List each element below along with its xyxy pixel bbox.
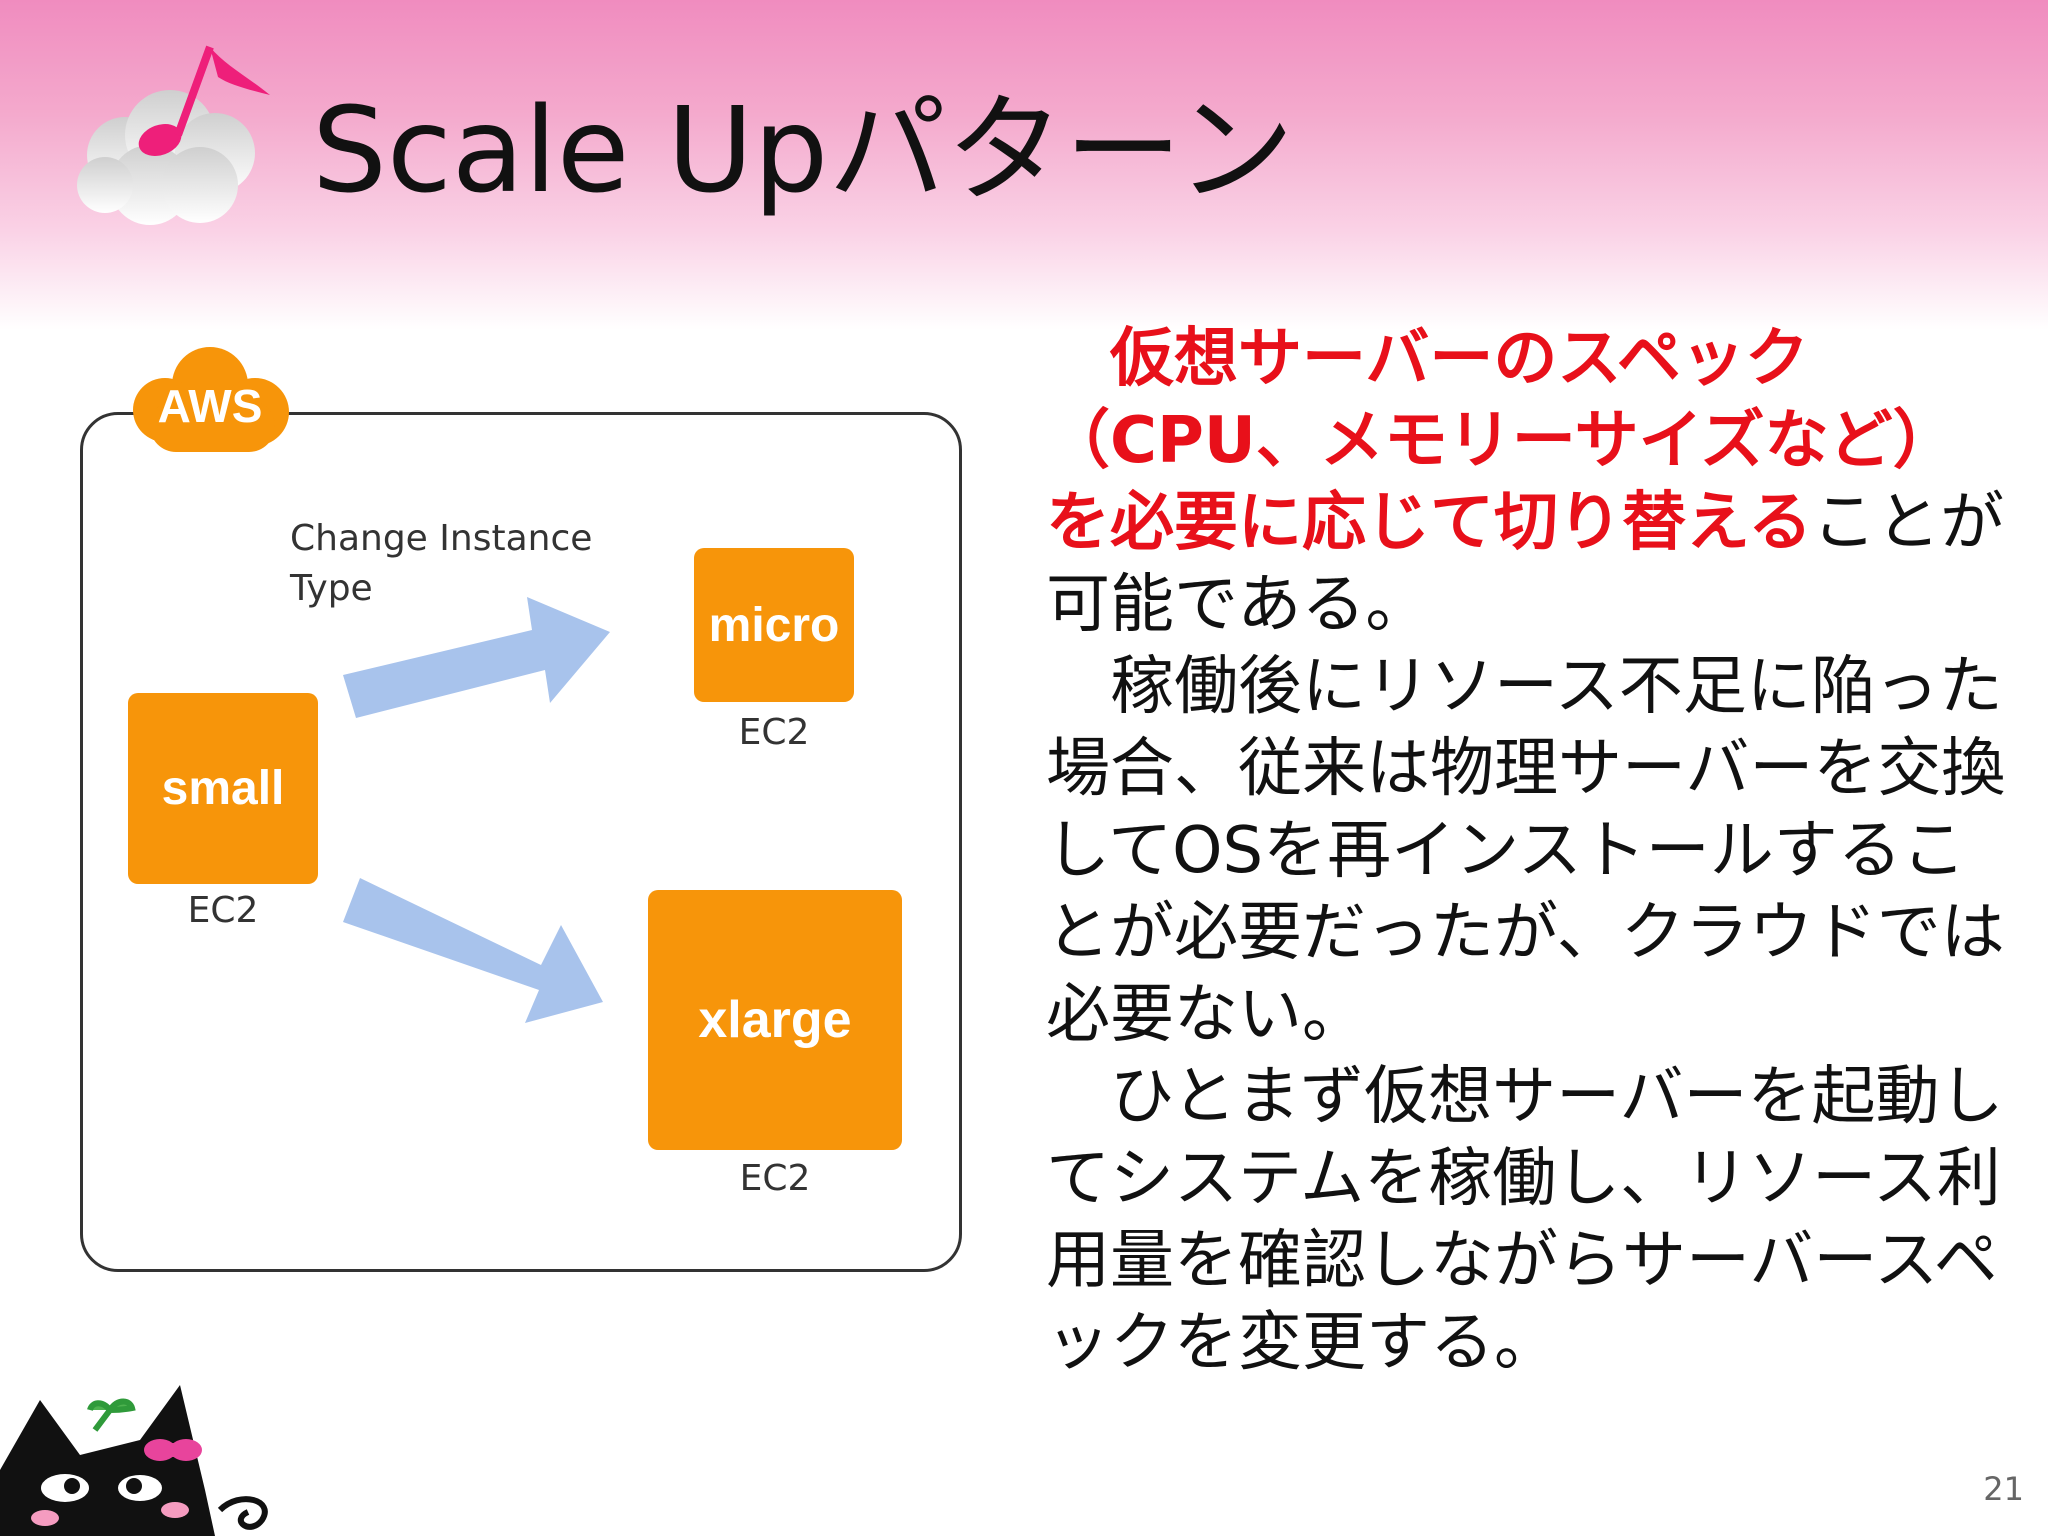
- paragraph-3: ひとまず仮想サーバーを起動してシステムを稼働し、リソース利用量を確認しながらサー…: [1046, 1056, 2006, 1384]
- instance-small-label: small: [161, 762, 285, 815]
- lead-emphasis: 仮想サーバーのスペック（CPU、メモリーサイズなど）を必要に応じて切り替える: [1046, 322, 1957, 560]
- paragraph-2: 稼働後にリソース不足に陥った場合、従来は物理サーバーを交換してOSを再インストー…: [1046, 646, 2006, 1056]
- black-cat-mascot-icon: [0, 1385, 268, 1536]
- page-number: 21: [1983, 1470, 2024, 1508]
- aws-diagram-frame: [80, 412, 962, 1272]
- slide-title: Scale Upパターン: [312, 81, 1295, 219]
- paragraph-1: 仮想サーバーのスペック（CPU、メモリーサイズなど）を必要に応じて切り替えること…: [1046, 318, 2006, 646]
- instance-small: small: [128, 693, 318, 884]
- instance-micro: micro: [694, 548, 854, 702]
- instance-micro-service: EC2: [738, 712, 810, 753]
- instance-xlarge-service: EC2: [739, 1158, 811, 1199]
- paragraph-3-text: ひとまず仮想サーバーを起動してシステムを稼働し、リソース利用量を確認しながらサー…: [1046, 1060, 2004, 1380]
- instance-xlarge: xlarge: [648, 890, 902, 1150]
- instance-small-service: EC2: [187, 890, 259, 931]
- change-instance-caption: Change Instance Type: [290, 518, 593, 609]
- music-note-cloud-icon: [77, 45, 270, 225]
- instance-micro-label: micro: [708, 598, 840, 652]
- header-band: [0, 0, 2048, 330]
- paragraph-2-text: 稼働後にリソース不足に陥った場合、従来は物理サーバーを交換してOSを再インストー…: [1046, 650, 2006, 1052]
- instance-xlarge-label: xlarge: [698, 991, 852, 1049]
- lead-continuation: ことが可能である。: [1046, 486, 2005, 642]
- aws-cloud-icon: [133, 347, 289, 452]
- aws-label: AWS: [157, 380, 263, 432]
- slide-body: 仮想サーバーのスペック（CPU、メモリーサイズなど）を必要に応じて切り替えること…: [1046, 318, 2006, 1384]
